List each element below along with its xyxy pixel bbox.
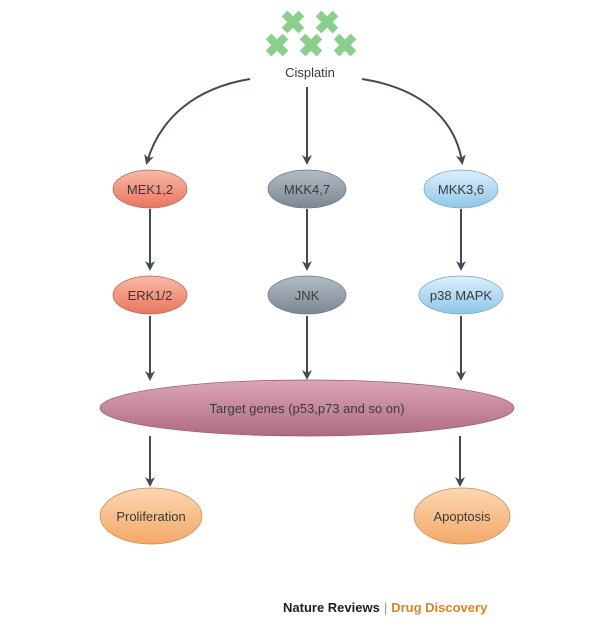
node-mkk36: MKK3,6 <box>423 169 499 209</box>
node-mkk47: MKK4,7 <box>267 169 347 209</box>
node-target-genes-label: Target genes (p53,p73 and so on) <box>209 401 404 416</box>
node-proliferation: Proliferation <box>99 487 203 545</box>
node-proliferation-label: Proliferation <box>116 509 185 524</box>
node-target-genes: Target genes (p53,p73 and so on) <box>99 379 515 437</box>
credit-publisher: Nature Reviews <box>283 600 380 615</box>
cisplatin-molecule-icon <box>265 10 357 57</box>
cisplatin-label: Cisplatin <box>285 65 335 80</box>
node-erk12-label: ERK1/2 <box>128 288 173 303</box>
credit-separator: | <box>383 600 388 615</box>
node-erk12: ERK1/2 <box>112 275 188 315</box>
cross-icon <box>265 33 289 57</box>
arrow-cisplatin-to-mkk36 <box>361 78 466 165</box>
cross-icon <box>281 10 305 34</box>
node-p38-mapk: p38 MAPK <box>418 275 504 315</box>
node-jnk: JNK <box>267 275 347 315</box>
arrow-cisplatin-to-mek <box>144 78 251 165</box>
node-apoptosis-label: Apoptosis <box>433 509 491 524</box>
journal-credit: Nature Reviews|Drug Discovery <box>283 600 487 615</box>
node-mek12-label: MEK1,2 <box>127 182 173 197</box>
node-mkk47-label: MKK4,7 <box>284 182 330 197</box>
cross-icon <box>333 33 357 57</box>
node-mkk36-label: MKK3,6 <box>438 182 484 197</box>
node-apoptosis: Apoptosis <box>413 487 511 545</box>
cross-icon <box>299 33 323 57</box>
cross-icon <box>315 10 339 34</box>
node-jnk-label: JNK <box>295 288 320 303</box>
credit-journal: Drug Discovery <box>391 600 488 615</box>
node-mek12: MEK1,2 <box>112 169 188 209</box>
node-p38-mapk-label: p38 MAPK <box>430 288 492 303</box>
